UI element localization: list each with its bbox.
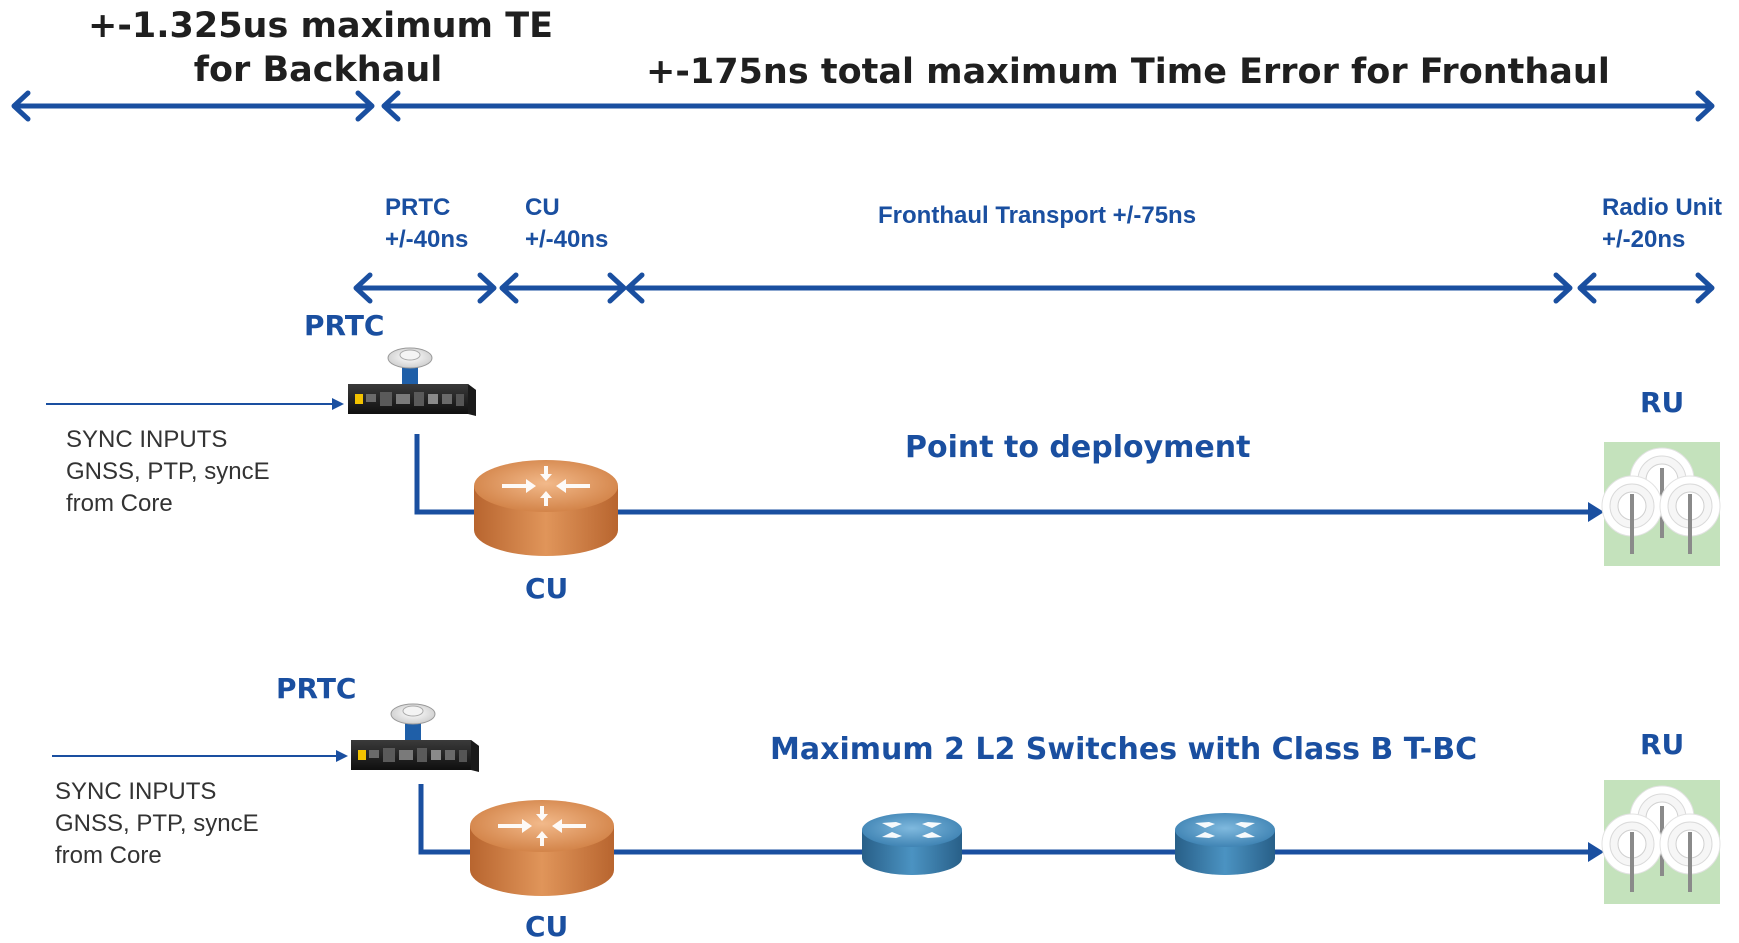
cu-budget-name: CU [525,194,560,221]
transport-budget-label: Fronthaul Transport +/-75ns [878,202,1197,229]
ru-budget-label: Radio Unit +/-20ns [1602,192,1722,256]
prtc-device-icon [350,703,480,773]
switch-icon [862,813,962,875]
sync-input-arrow-2 [52,750,348,762]
backhaul-title-line1: +-1.325us maximum TE [88,6,553,46]
prtc-label-2: PRTC [276,672,357,705]
sync-input-arrow-1 [46,398,344,410]
sync-inputs-line1: SYNC INPUTS [55,778,217,805]
prtc-budget-value: +/-40ns [385,226,469,253]
backhaul-title: +-1.325us maximum TE for Backhaul [88,6,553,90]
cu-budget-label: CU +/-40ns [525,192,608,256]
radio-unit-icon [1601,779,1721,905]
sync-inputs-line1: SYNC INPUTS [66,426,228,453]
sync-inputs-1: SYNC INPUTS GNSS, PTP, syncE from Core [66,424,270,520]
fronthaul-span-arrow [384,93,1712,119]
sync-inputs-line2: GNSS, PTP, syncE [66,458,270,485]
transport-budget-arrow [628,275,1570,301]
switch-icon [1175,813,1275,875]
ru-budget-value: +/-20ns [1602,226,1686,253]
prtc-label-1: PRTC [304,309,385,342]
sync-inputs-line3: from Core [55,842,162,869]
ru-budget-name: Radio Unit [1602,194,1722,221]
prtc-device-icon [347,347,477,417]
cu-label-1: CU [525,572,569,605]
prtc-budget-label: PRTC +/-40ns [385,192,468,256]
prtc-budget-arrow [356,275,494,301]
radio-unit-icon [1601,441,1721,567]
router-cu-icon [470,800,614,896]
backhaul-span-arrow [14,93,372,119]
backhaul-title-line2: for Backhaul [193,50,443,90]
sync-inputs-2: SYNC INPUTS GNSS, PTP, syncE from Core [55,776,259,872]
deployment1-title: Point to deployment [905,430,1251,465]
cu-budget-arrow [502,275,624,301]
sync-inputs-line2: GNSS, PTP, syncE [55,810,259,837]
sync-inputs-line3: from Core [66,490,173,517]
link-path-1 [414,434,1604,522]
ru-label-2: RU [1640,728,1685,761]
deployment2-title: Maximum 2 L2 Switches with Class B T-BC [770,732,1478,767]
ru-label-1: RU [1640,386,1685,419]
cu-label-2: CU [525,910,569,943]
prtc-budget-name: PRTC [385,194,451,221]
ru-budget-arrow [1580,275,1712,301]
router-cu-icon [474,460,618,556]
cu-budget-value: +/-40ns [525,226,609,253]
fronthaul-title: +-175ns total maximum Time Error for Fro… [646,52,1610,92]
